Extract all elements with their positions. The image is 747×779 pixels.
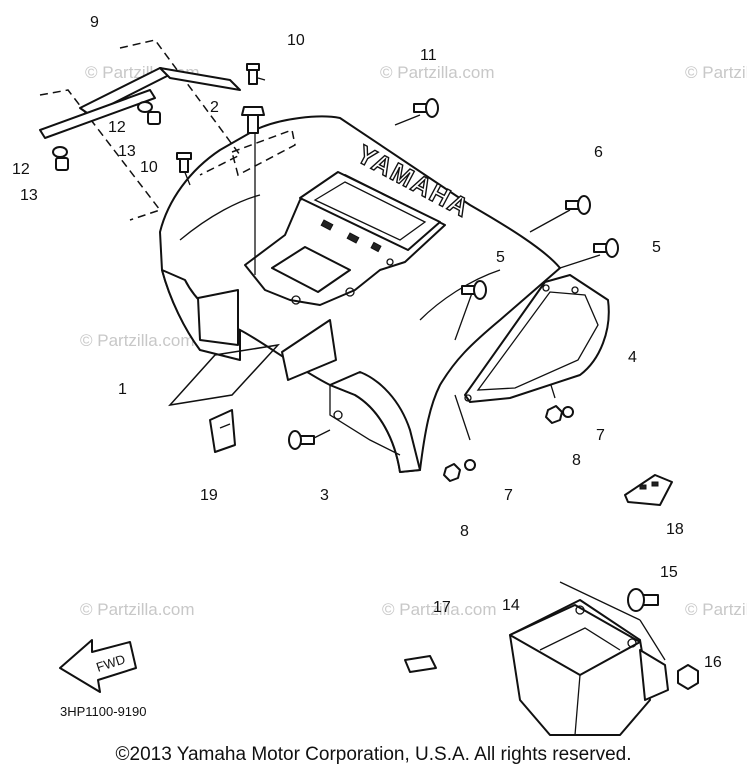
watermark: © Partzilla.com bbox=[382, 600, 497, 619]
callout-5: 5 bbox=[496, 249, 505, 266]
callout-10: 10 bbox=[140, 159, 158, 176]
bracket-part9 bbox=[39, 67, 241, 139]
callout-11: 11 bbox=[420, 47, 437, 64]
callout-12: 12 bbox=[12, 161, 30, 178]
callout-9: 9 bbox=[90, 14, 99, 31]
clip-part18 bbox=[624, 474, 673, 506]
watermark: © Partzilla.com bbox=[685, 63, 747, 82]
fasteners bbox=[52, 63, 699, 690]
callout-19: 19 bbox=[200, 487, 218, 504]
callout-4: 4 bbox=[628, 349, 637, 366]
callout-13: 13 bbox=[20, 187, 38, 204]
storage-box-part14 bbox=[509, 599, 669, 736]
callout-1: 1 bbox=[118, 381, 127, 398]
forward-arrow-icon: FWD bbox=[59, 639, 137, 693]
part-code: 3HP1100-9190 bbox=[60, 704, 147, 719]
callout-2: 2 bbox=[210, 99, 219, 116]
reflector-part4 bbox=[464, 274, 610, 403]
callout-6: 6 bbox=[594, 144, 603, 161]
callout-12: 12 bbox=[108, 119, 126, 136]
callout-5: 5 bbox=[652, 239, 661, 256]
callout-8: 8 bbox=[572, 452, 581, 469]
exploded-view-drawing: © Partzilla.com © Partzilla.com © Partzi… bbox=[12, 14, 747, 736]
watermark: © Partzilla.com bbox=[80, 331, 195, 350]
watermarks: © Partzilla.com © Partzilla.com © Partzi… bbox=[80, 63, 747, 619]
pad-part17 bbox=[404, 655, 437, 673]
callout-13: 13 bbox=[118, 143, 136, 160]
callout-7: 7 bbox=[504, 487, 513, 504]
watermark: © Partzilla.com bbox=[685, 600, 747, 619]
callout-10: 10 bbox=[287, 32, 305, 49]
callout-16: 16 bbox=[704, 654, 722, 671]
callout-17: 17 bbox=[433, 599, 451, 616]
callout-15: 15 bbox=[660, 564, 678, 581]
callout-8: 8 bbox=[460, 523, 469, 540]
watermark: © Partzilla.com bbox=[80, 600, 195, 619]
copyright-notice: ©2013 Yamaha Motor Corporation, U.S.A. A… bbox=[115, 744, 632, 765]
callout-7: 7 bbox=[596, 427, 605, 444]
callout-18: 18 bbox=[666, 521, 684, 538]
callouts: 9 10 11 2 12 13 12 13 10 6 5 5 4 1 7 8 7… bbox=[12, 14, 722, 671]
callout-14: 14 bbox=[502, 597, 520, 614]
callout-3: 3 bbox=[320, 487, 329, 504]
watermark: © Partzilla.com bbox=[380, 63, 495, 82]
mud-flap-part19 bbox=[209, 409, 236, 453]
